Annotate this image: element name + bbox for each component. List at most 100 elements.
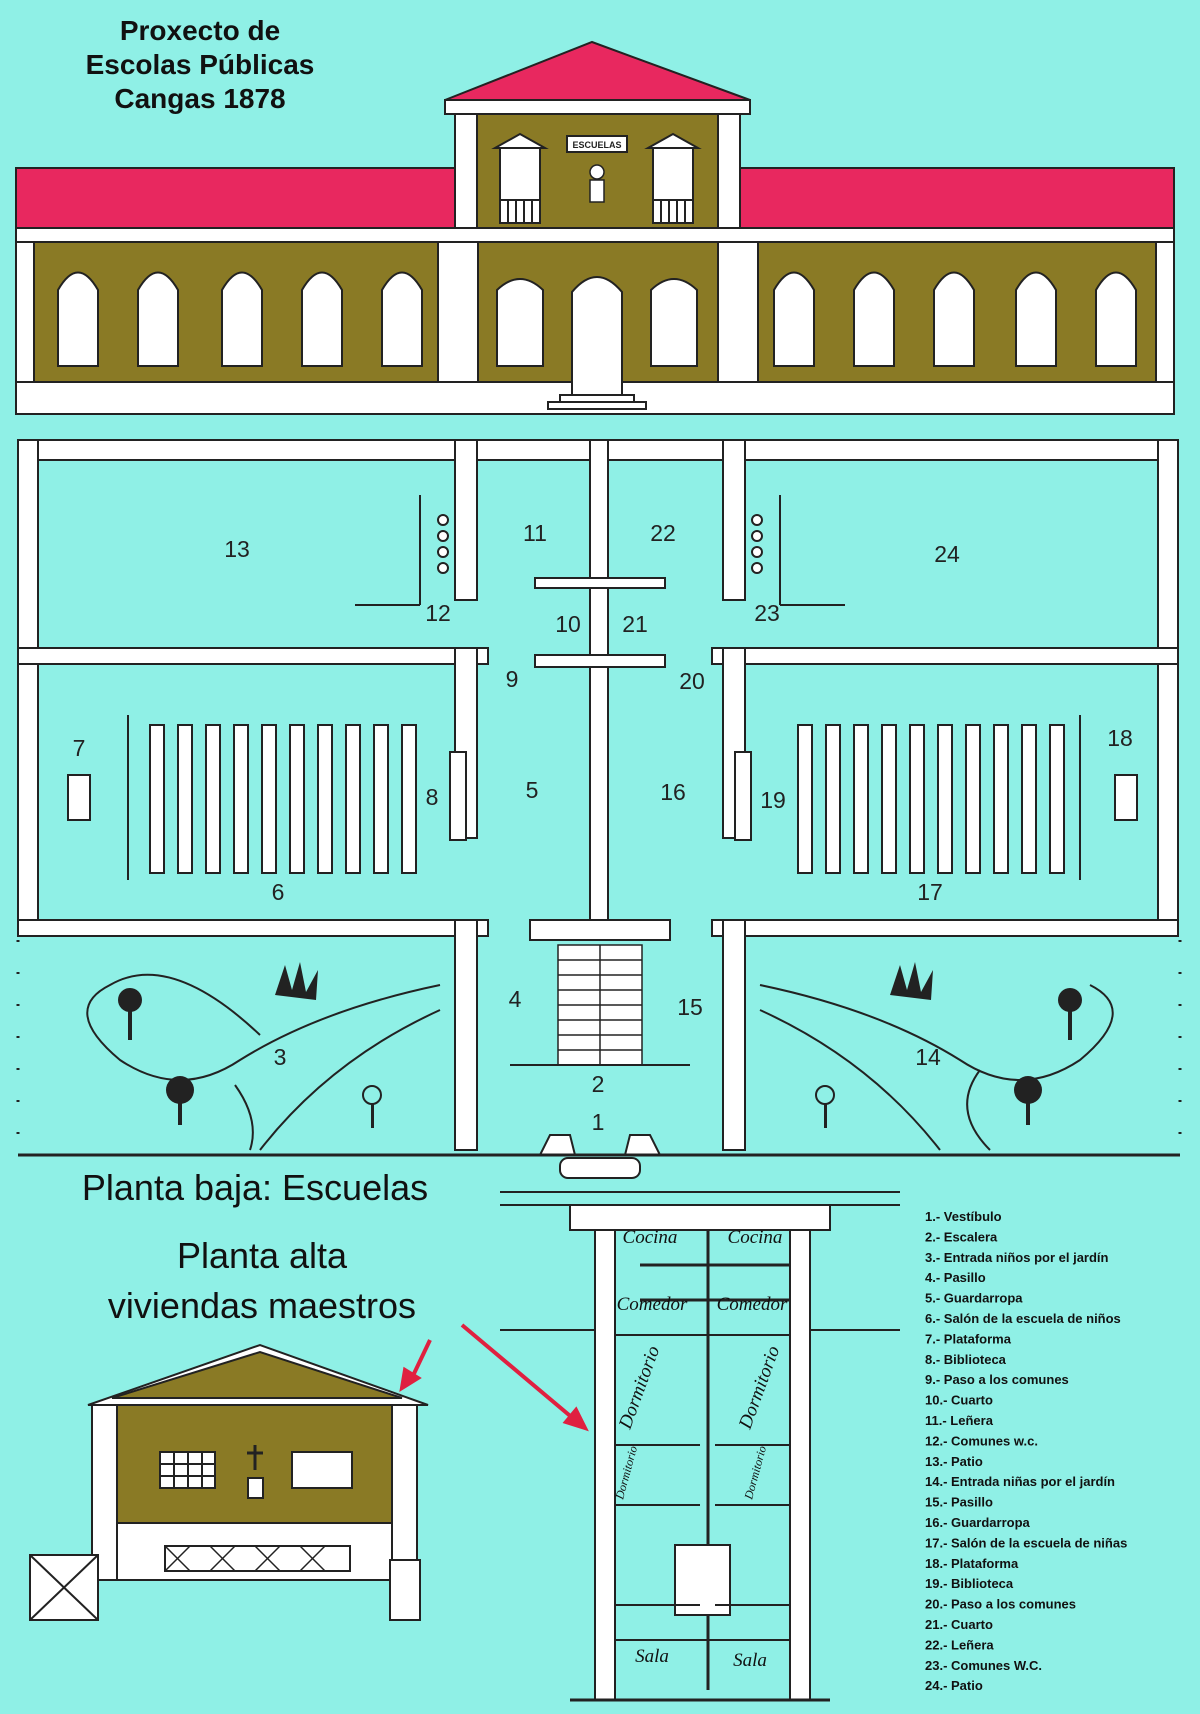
title-line-1: Proxecto de	[120, 15, 280, 46]
bedroom-label: Dormitorio	[735, 1343, 785, 1432]
main-door	[571, 276, 623, 396]
bedroom-label: Dormitorio	[741, 1444, 769, 1501]
garden-path-right	[759, 984, 1114, 1081]
garden-path-right	[966, 1069, 991, 1151]
arched-window	[650, 278, 698, 367]
right-roof	[739, 167, 1175, 229]
room-10: 10	[555, 611, 581, 637]
facade-elevation: ESCUELAS	[15, 40, 1175, 415]
garden-path-left	[234, 1084, 254, 1151]
gothic-window	[933, 271, 975, 367]
legend-item: 2.- Escalera	[925, 1229, 998, 1244]
room-numbers: 1 2 3 4 5 6 7 8 9 10 11 12 13 14 15 16 1…	[73, 520, 1133, 1135]
library-19	[734, 751, 752, 841]
legend-item: 19.- Biblioteca	[925, 1576, 1014, 1591]
left-windows	[57, 271, 423, 367]
bedroom-label: Dormitorio	[612, 1444, 640, 1501]
living-room-label: Sala	[635, 1646, 669, 1667]
garden-path-left	[259, 1009, 441, 1151]
facade-cornice	[15, 227, 1175, 243]
upper-window	[491, 132, 549, 224]
garden-path-left	[86, 973, 441, 1081]
garden-path-right	[759, 1009, 941, 1151]
legend-item: 4.- Pasillo	[925, 1270, 986, 1285]
room-1: 1	[592, 1109, 605, 1135]
room-21: 21	[622, 611, 648, 637]
upper-window	[644, 132, 702, 224]
legend-item: 9.- Paso a los comunes	[925, 1372, 1069, 1387]
kitchen-label: Cocina	[728, 1227, 783, 1248]
legend-item: 1.- Vestíbulo	[925, 1209, 1002, 1224]
room-2: 2	[592, 1071, 605, 1097]
room-9: 9	[506, 666, 519, 692]
wc-seats	[437, 514, 763, 574]
staircase	[557, 944, 643, 1066]
library-8	[449, 751, 467, 841]
room-20: 20	[679, 668, 705, 694]
room-22: 22	[650, 520, 676, 546]
room-8: 8	[426, 784, 439, 810]
gothic-window	[301, 271, 343, 367]
plant-icon	[118, 962, 1082, 1128]
legend-item: 5.- Guardarropa	[925, 1291, 1023, 1306]
entrance-porch	[538, 1134, 662, 1179]
legend-item: 7.- Plataforma	[925, 1331, 1012, 1346]
room-6: 6	[272, 879, 285, 905]
legend-item: 16.- Guardarropa	[925, 1515, 1031, 1530]
kitchen-label: Cocina	[623, 1227, 678, 1248]
entrance-steps	[547, 394, 647, 410]
upper-floor-label-line-1: Planta alta	[177, 1235, 348, 1276]
upper-floor-plan: Cocina Cocina Comedor Comedor Dormitorio…	[500, 1191, 900, 1702]
gothic-window	[381, 271, 423, 367]
legend-item: 8.- Biblioteca	[925, 1352, 1007, 1367]
plan-walls	[17, 439, 1179, 1151]
railing	[164, 1545, 326, 1572]
facade-sign	[566, 135, 628, 153]
room-17: 17	[917, 879, 943, 905]
legend-item: 12.- Comunes w.c.	[925, 1433, 1038, 1448]
room-12: 12	[425, 600, 451, 626]
room-3: 3	[274, 1044, 287, 1070]
classroom-desks-left	[149, 724, 417, 874]
coat-of-arms-icon	[589, 164, 605, 203]
platform-7	[67, 774, 91, 821]
legend-item: 24.- Patio	[925, 1678, 983, 1693]
living-room-label: Sala	[733, 1650, 767, 1671]
right-windows	[773, 271, 1137, 367]
classroom-desks-right	[797, 724, 1065, 874]
legend-item: 23.- Comunes W.C.	[925, 1658, 1042, 1673]
bedroom-label: Dormitorio	[615, 1343, 665, 1432]
room-4: 4	[509, 986, 522, 1012]
legend-item: 14.- Entrada niñas por el jardín	[925, 1474, 1115, 1489]
legend-item: 13.- Patio	[925, 1454, 983, 1469]
room-14: 14	[915, 1044, 941, 1070]
side-elevation	[29, 1343, 429, 1621]
central-openings	[496, 276, 698, 396]
legend-item: 21.- Cuarto	[925, 1617, 993, 1632]
gothic-window	[221, 271, 263, 367]
central-cornice	[444, 99, 751, 115]
room-13: 13	[224, 536, 250, 562]
legend-item: 3.- Entrada niños por el jardín	[925, 1250, 1109, 1265]
room-7: 7	[73, 735, 86, 761]
title-line-2: Escolas Públicas	[86, 49, 315, 80]
gothic-window	[57, 271, 99, 367]
legend-item: 10.- Cuarto	[925, 1393, 993, 1408]
ground-floor-label: Planta baja: Escuelas	[82, 1167, 428, 1208]
title-line-3: Cangas 1878	[114, 83, 285, 114]
room-15: 15	[677, 994, 703, 1020]
platform-18	[1114, 774, 1138, 821]
room-5: 5	[526, 777, 539, 803]
room-24: 24	[934, 541, 960, 567]
legend-item: 18.- Plataforma	[925, 1556, 1019, 1571]
pilaster	[717, 113, 741, 229]
legend-item: 6.- Salón de la escuela de niños	[925, 1311, 1121, 1326]
pilaster	[454, 113, 478, 229]
legend-item: 22.- Leñera	[925, 1637, 994, 1652]
gothic-window	[773, 271, 815, 367]
legend-item: 20.- Paso a los comunes	[925, 1597, 1076, 1612]
title-block: Proxecto de Escolas Públicas Cangas 1878	[86, 15, 315, 114]
central-roof	[444, 40, 751, 101]
